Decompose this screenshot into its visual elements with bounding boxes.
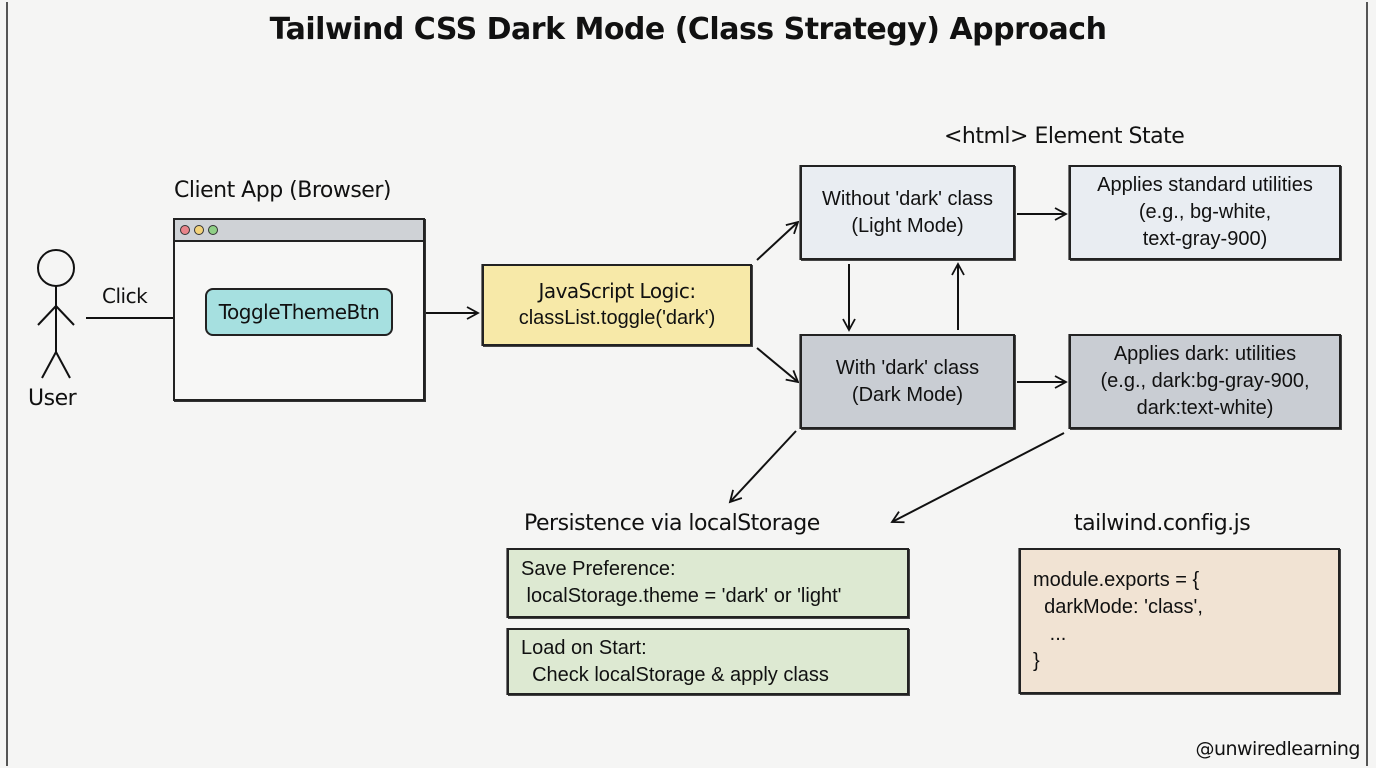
toggle-theme-button[interactable]: ToggleThemeBtn <box>205 288 393 336</box>
config-label: tailwind.config.js <box>1074 511 1251 536</box>
browser-title-bar <box>175 220 423 242</box>
light-mode-box: Without 'dark' class (Light Mode) <box>800 165 1015 260</box>
js-logic-heading: JavaScript Logic: <box>538 279 696 303</box>
config-code-box: module.exports = { darkMode: 'class', ..… <box>1019 548 1340 694</box>
standard-utilities-box: Applies standard utilities (e.g., bg-whi… <box>1069 165 1341 260</box>
page-frame <box>6 2 1368 766</box>
dark-mode-line-2: (Dark Mode) <box>851 383 964 406</box>
dark-utilities-line-3: dark:text-white) <box>1136 397 1274 419</box>
dark-utilities-line-2: (e.g., dark:bg-gray-900, <box>1100 370 1310 392</box>
light-mode-line-2: (Light Mode) <box>851 214 964 237</box>
dark-utilities-line-1: Applies dark: utilities <box>1113 343 1297 365</box>
client-app-label: Client App (Browser) <box>174 178 391 203</box>
arrow-js-to-dark <box>756 347 800 384</box>
diagram-title: Tailwind CSS Dark Mode (Class Strategy) … <box>269 12 1107 47</box>
arrow-js-to-light <box>756 220 800 261</box>
load-on-start-box: Load on Start: Check localStorage & appl… <box>507 628 909 695</box>
close-dot-icon <box>180 225 190 235</box>
light-mode-line-1: Without 'dark' class <box>821 187 994 210</box>
minimize-dot-icon <box>194 225 204 235</box>
load-on-start-detail: Check localStorage & apply class <box>521 663 829 686</box>
persistence-label: Persistence via localStorage <box>524 511 820 536</box>
save-preference-box: Save Preference: localStorage.theme = 'd… <box>507 548 909 618</box>
maximize-dot-icon <box>208 225 218 235</box>
standard-utilities-line-1: Applies standard utilities <box>1097 174 1313 196</box>
arrow-darkutils-to-persistence <box>890 432 1065 524</box>
save-preference-code: localStorage.theme = 'dark' or 'light' <box>521 585 842 607</box>
config-line-1: module.exports = { <box>1033 569 1200 591</box>
js-logic-code: classList.toggle('dark') <box>518 307 716 329</box>
save-preference-heading: Save Preference: <box>521 558 676 580</box>
config-line-2: darkMode: 'class', <box>1033 596 1203 618</box>
standard-utilities-line-2: (e.g., bg-white, <box>1138 201 1272 223</box>
html-state-label: <html> Element State <box>944 124 1185 149</box>
load-on-start-heading: Load on Start: <box>521 636 647 659</box>
watermark: @unwiredlearning <box>1195 738 1360 760</box>
click-label: Click <box>102 284 148 308</box>
dark-mode-line-1: With 'dark' class <box>835 356 980 379</box>
user-label: User <box>28 386 77 411</box>
js-logic-box: JavaScript Logic: classList.toggle('dark… <box>482 264 752 346</box>
arrow-dark-to-persistence <box>728 430 797 504</box>
dark-mode-box: With 'dark' class (Dark Mode) <box>800 334 1015 429</box>
config-line-3: ... <box>1033 623 1067 645</box>
dark-utilities-box: Applies dark: utilities (e.g., dark:bg-g… <box>1069 334 1341 429</box>
standard-utilities-line-3: text-gray-900) <box>1142 228 1268 250</box>
stick-figure-icon <box>37 249 75 379</box>
config-line-4: } <box>1033 650 1040 672</box>
